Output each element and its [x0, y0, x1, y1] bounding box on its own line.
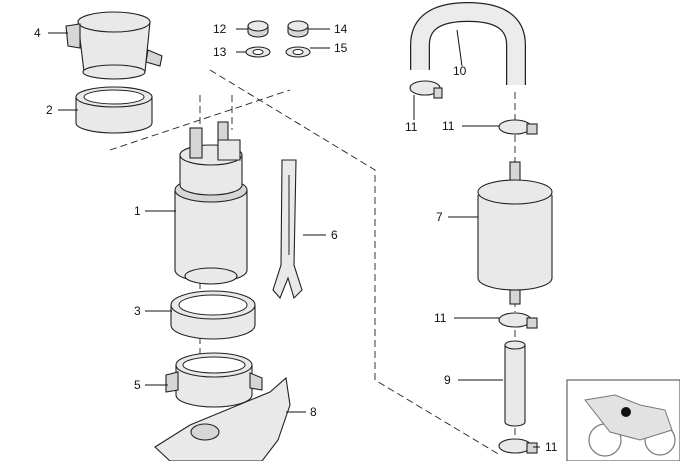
part-6-strap [272, 159, 303, 300]
callout-11-c: 11 [434, 311, 447, 325]
part-13-washer [245, 46, 271, 58]
callout-3: 3 [134, 304, 141, 318]
callout-1: 1 [134, 204, 141, 218]
part-11-clamp-c [498, 312, 538, 329]
leader-lines [48, 28, 540, 448]
callout-labels: 4 2 1 3 5 6 8 12 13 14 15 10 11 11 7 11 … [34, 22, 558, 454]
motorcycle-thumbnail [566, 379, 680, 461]
part-11-clamp-d [498, 438, 538, 454]
callout-11-a: 11 [405, 120, 418, 134]
callout-12: 12 [213, 22, 227, 36]
part-7-fuel-filter [477, 161, 553, 305]
part-5-clamp-ring [165, 352, 263, 408]
part-2-ring [75, 86, 153, 134]
part-14-nut [287, 20, 309, 38]
part-3-grommet [170, 290, 256, 340]
callout-4: 4 [34, 26, 41, 40]
callout-2: 2 [46, 103, 53, 117]
callout-6: 6 [331, 228, 338, 242]
callout-14: 14 [334, 22, 348, 36]
part-4-cover [65, 11, 163, 80]
callout-10: 10 [453, 64, 467, 78]
part-1-fuel-pump [174, 121, 248, 285]
part-8-bracket [154, 376, 291, 461]
part-10-hose [410, 1, 526, 85]
callout-5: 5 [134, 378, 141, 392]
callout-9: 9 [444, 373, 451, 387]
part-9-hose-piece [504, 340, 526, 427]
callout-11-d: 11 [545, 440, 558, 454]
callout-11-b: 11 [442, 119, 455, 133]
part-15-washer [285, 46, 311, 58]
callout-15: 15 [334, 41, 348, 55]
part-11-clamp-a [409, 80, 443, 99]
callout-13: 13 [213, 45, 227, 59]
part-12-nut [247, 20, 269, 38]
callout-8: 8 [310, 405, 317, 419]
callout-7: 7 [436, 210, 443, 224]
location-dot [621, 407, 631, 417]
part-11-clamp-b [498, 119, 538, 135]
